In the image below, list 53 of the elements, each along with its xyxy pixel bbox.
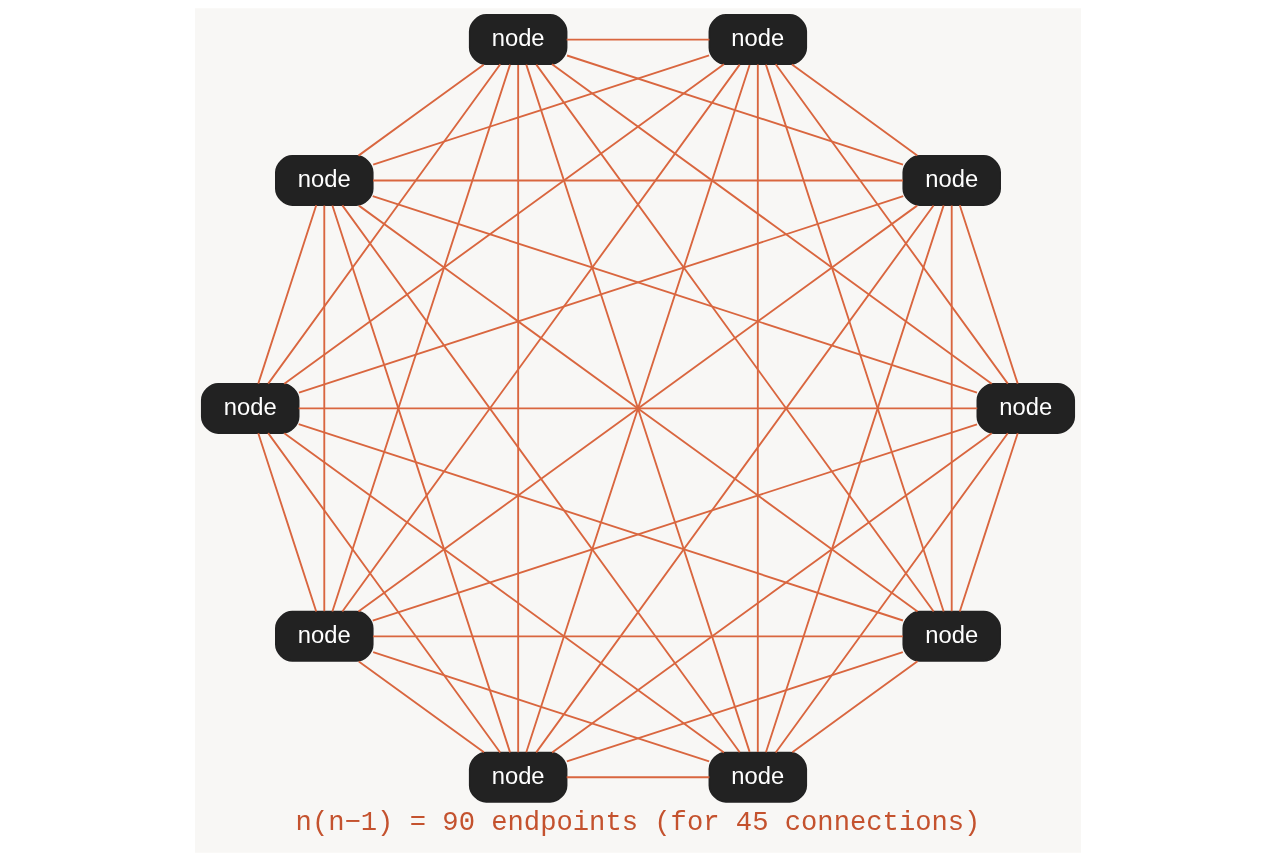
connector <box>357 63 485 157</box>
connector <box>266 432 501 754</box>
connector <box>958 432 1019 613</box>
connector <box>322 204 325 613</box>
connector <box>371 195 978 394</box>
connector <box>297 423 904 622</box>
connector <box>282 63 725 385</box>
connector <box>565 651 904 763</box>
connector <box>534 204 934 754</box>
connector <box>950 204 953 613</box>
connector <box>357 660 485 754</box>
connector <box>256 432 317 613</box>
caption: n(n−1) = 90 endpoints (for 45 connections) <box>295 807 980 839</box>
connector <box>756 63 759 753</box>
connector <box>282 432 725 754</box>
node-box: node <box>901 610 1001 662</box>
connector <box>297 407 978 410</box>
connector <box>340 204 741 754</box>
connector <box>774 63 1009 385</box>
connector <box>330 204 511 754</box>
connector <box>516 64 519 754</box>
connector <box>534 63 935 613</box>
connector <box>550 63 993 385</box>
connector <box>958 204 1019 385</box>
node-box: node <box>468 14 567 66</box>
connector <box>565 54 904 166</box>
connector <box>371 651 710 763</box>
connector <box>764 63 945 613</box>
node-box: node <box>274 610 374 662</box>
connector <box>340 63 741 613</box>
connector <box>371 54 710 166</box>
node-box: node <box>976 382 1075 434</box>
node-box: node <box>708 14 807 66</box>
connector <box>371 423 978 622</box>
connector <box>565 38 710 41</box>
connector <box>790 63 918 157</box>
connector <box>266 63 501 385</box>
connector <box>565 776 710 779</box>
connector <box>764 204 945 754</box>
connector <box>357 204 918 613</box>
connector <box>371 635 904 638</box>
connector <box>330 63 511 613</box>
connector <box>774 432 1009 754</box>
node-box: node <box>200 382 299 434</box>
connector <box>790 660 918 754</box>
node-box: node <box>274 155 374 206</box>
connector <box>256 204 317 385</box>
node-box: node <box>901 155 1001 206</box>
node-box: node <box>708 751 807 803</box>
connector <box>371 179 904 182</box>
connector <box>297 195 904 394</box>
connector <box>550 432 993 754</box>
node-box: node <box>468 751 567 803</box>
